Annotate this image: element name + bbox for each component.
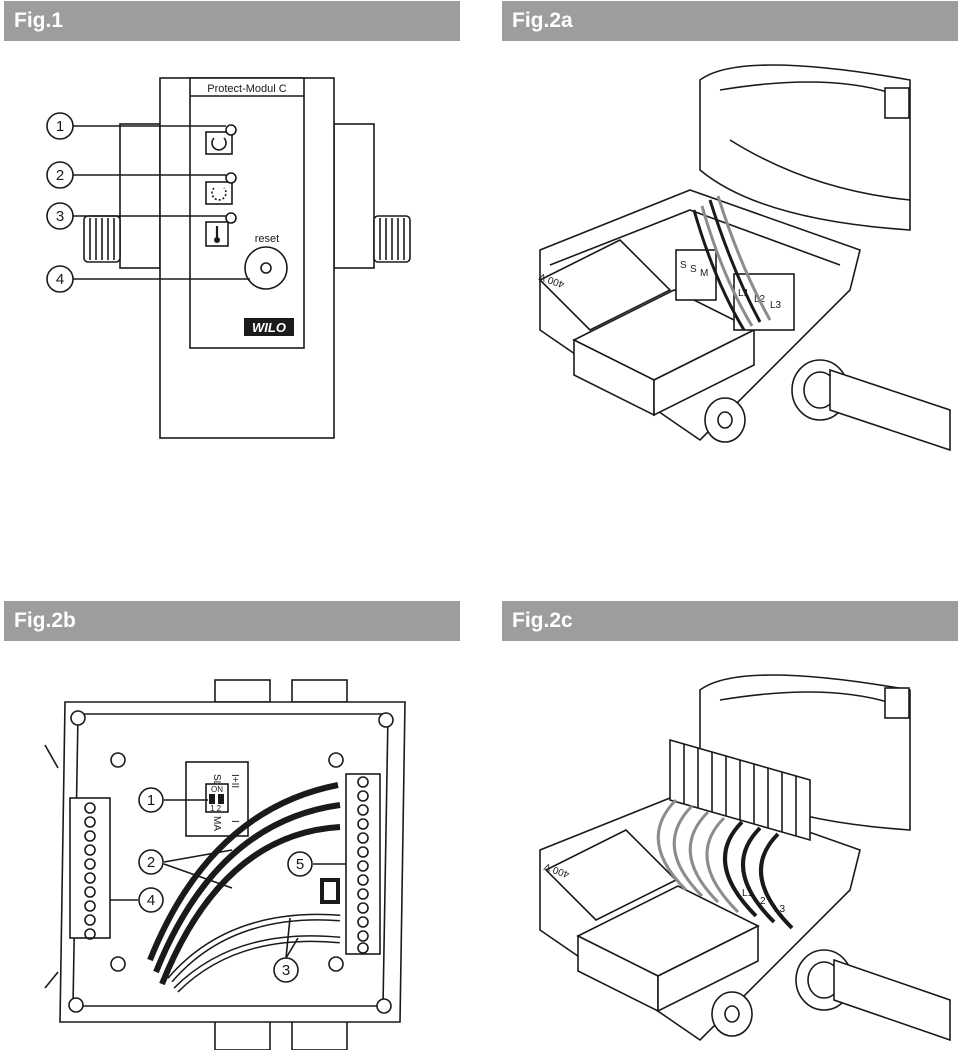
fig2b-callout-3: 3	[273, 917, 299, 983]
module-front-panel	[189, 77, 305, 349]
svg-text:1: 1	[56, 118, 64, 135]
fig2c-terminal-drawing: 400 V L1 2 L3	[539, 674, 951, 1042]
motor-lug	[884, 87, 910, 119]
fig1-module-drawing: Protect-Modul C reset WILO 1 2 3 4	[46, 77, 411, 439]
fig2c-header: Fig.2c	[502, 601, 958, 641]
led-3	[225, 212, 237, 224]
fig2a-terminal-drawing: 400 V S S M L1 L2 L3	[537, 64, 951, 452]
left-housing-block	[119, 123, 161, 269]
svg-text:2: 2	[147, 854, 155, 871]
fig2b-callout-1: 1	[138, 787, 208, 813]
dip-nums-label: 1 2	[210, 804, 222, 813]
dip-top-label: I+II	[229, 774, 240, 788]
dip-bottom-label: I	[229, 820, 240, 823]
fig2c-t-0: L1	[742, 888, 754, 899]
fig2b-callout-4: 4	[110, 887, 164, 913]
svg-text:4: 4	[56, 271, 64, 288]
fig2c-cable	[833, 958, 951, 1042]
fig2a-header: Fig.2a	[502, 1, 958, 41]
dotted-rotation-icon	[205, 181, 233, 205]
svg-text:3: 3	[282, 962, 290, 979]
left-terminal-block	[69, 797, 111, 939]
dip-top-label-2: SL	[211, 774, 222, 787]
t-right-2: L3	[770, 300, 782, 311]
module-label: Protect-Modul C	[207, 83, 287, 95]
wilo-logo	[244, 318, 294, 336]
entry-top-left	[214, 679, 271, 703]
t-left-1: S	[690, 264, 697, 275]
entry-top-right	[291, 679, 348, 703]
wilo-logo-text: WILO	[252, 320, 286, 335]
fig2b-terminal-box-drawing: I+II SL ON 1 2 I MA 1 2 4	[44, 679, 406, 1050]
motor-top	[699, 64, 911, 231]
fig1-header: Fig.1	[4, 1, 460, 41]
svg-text:4: 4	[147, 892, 155, 909]
svg-text:5: 5	[296, 856, 304, 873]
fig2c-t-2: L3	[774, 904, 786, 915]
reset-label: reset	[255, 233, 279, 245]
fig2b-callout-2: 2	[138, 849, 233, 889]
right-terminal-block	[345, 773, 381, 955]
fig1-callout-4: 4	[46, 265, 250, 293]
svg-text:2: 2	[56, 167, 64, 184]
dip-switch	[205, 783, 229, 813]
t-left-2: M	[700, 268, 708, 279]
fig2b-header: Fig.2b	[4, 601, 460, 641]
fig2c-t-1: 2	[760, 896, 766, 907]
terminal-strip-right	[733, 273, 795, 331]
cover-plate	[538, 239, 672, 331]
entry-bottom-left	[214, 1019, 271, 1050]
dip-bottom-label-2: MA	[211, 816, 222, 831]
fig1-callout-2: 2	[46, 161, 226, 189]
entry-bottom-right	[291, 1019, 348, 1050]
right-housing-block	[333, 123, 375, 269]
dip-on-label: ON	[211, 785, 223, 794]
fig2b-callout-5: 5	[287, 851, 346, 877]
fig1-callout-1: 1	[46, 112, 226, 140]
led-1	[225, 124, 237, 136]
svg-text:1: 1	[147, 792, 155, 809]
fig1-callout-3: 3	[46, 202, 226, 230]
fig2a-cable	[829, 368, 951, 452]
t-left-0: S	[680, 260, 687, 271]
svg-text:3: 3	[56, 208, 64, 225]
rotation-icon	[205, 131, 233, 155]
t-right-0: L1	[738, 288, 750, 299]
led-2	[225, 172, 237, 184]
